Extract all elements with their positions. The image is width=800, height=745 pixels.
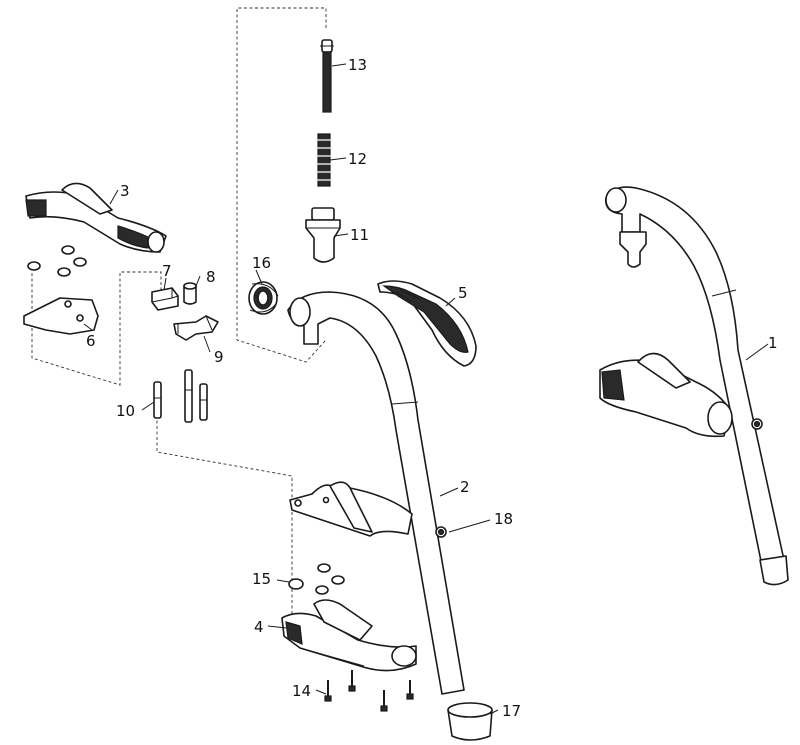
callout-3: 3 — [120, 182, 130, 200]
part-3-top-clamp — [25, 182, 167, 253]
part-7-block — [151, 287, 179, 311]
callout-2: 2 — [460, 478, 470, 496]
part-1-assembled — [599, 186, 789, 586]
callout-4: 4 — [254, 618, 264, 636]
part-13-threaded-pin — [320, 39, 334, 113]
callout-10: 10 — [116, 402, 135, 420]
callout-17: 17 — [502, 702, 521, 720]
part-11-bushing — [305, 207, 341, 263]
part-2-main-tube — [287, 291, 465, 695]
callout-7: 7 — [162, 262, 172, 280]
part-15-nuts — [288, 563, 345, 595]
part-4-lower-clamp — [281, 599, 417, 672]
callout-5: 5 — [458, 284, 468, 302]
part-9-clip — [173, 315, 219, 341]
part-10-pins — [153, 369, 208, 423]
callout-14: 14 — [292, 682, 311, 700]
part-12-spring — [316, 133, 332, 187]
callout-12: 12 — [348, 150, 367, 168]
part-17-end-cap — [447, 702, 493, 741]
part-16-ring — [248, 281, 279, 315]
callout-16: 16 — [252, 254, 271, 272]
callout-11: 11 — [350, 226, 369, 244]
callout-8: 8 — [206, 268, 216, 286]
part-8-cylinder — [183, 282, 197, 305]
part-6-lower-plate — [23, 297, 99, 335]
callout-9: 9 — [214, 348, 224, 366]
callout-6: 6 — [86, 332, 96, 350]
assembly-lines — [31, 7, 327, 620]
callout-labels: 13 12 11 16 5 3 6 7 8 9 10 2 18 15 4 14 … — [86, 56, 778, 720]
callout-1: 1 — [768, 334, 778, 352]
callout-18: 18 — [494, 510, 513, 528]
callout-13: 13 — [348, 56, 367, 74]
nuts-group-left — [27, 245, 87, 277]
callout-15: 15 — [252, 570, 271, 588]
part-2-bracket — [289, 481, 413, 537]
part-5-handle-grip — [377, 280, 477, 367]
leader-lines — [83, 63, 769, 715]
part-14-screws — [324, 670, 414, 712]
